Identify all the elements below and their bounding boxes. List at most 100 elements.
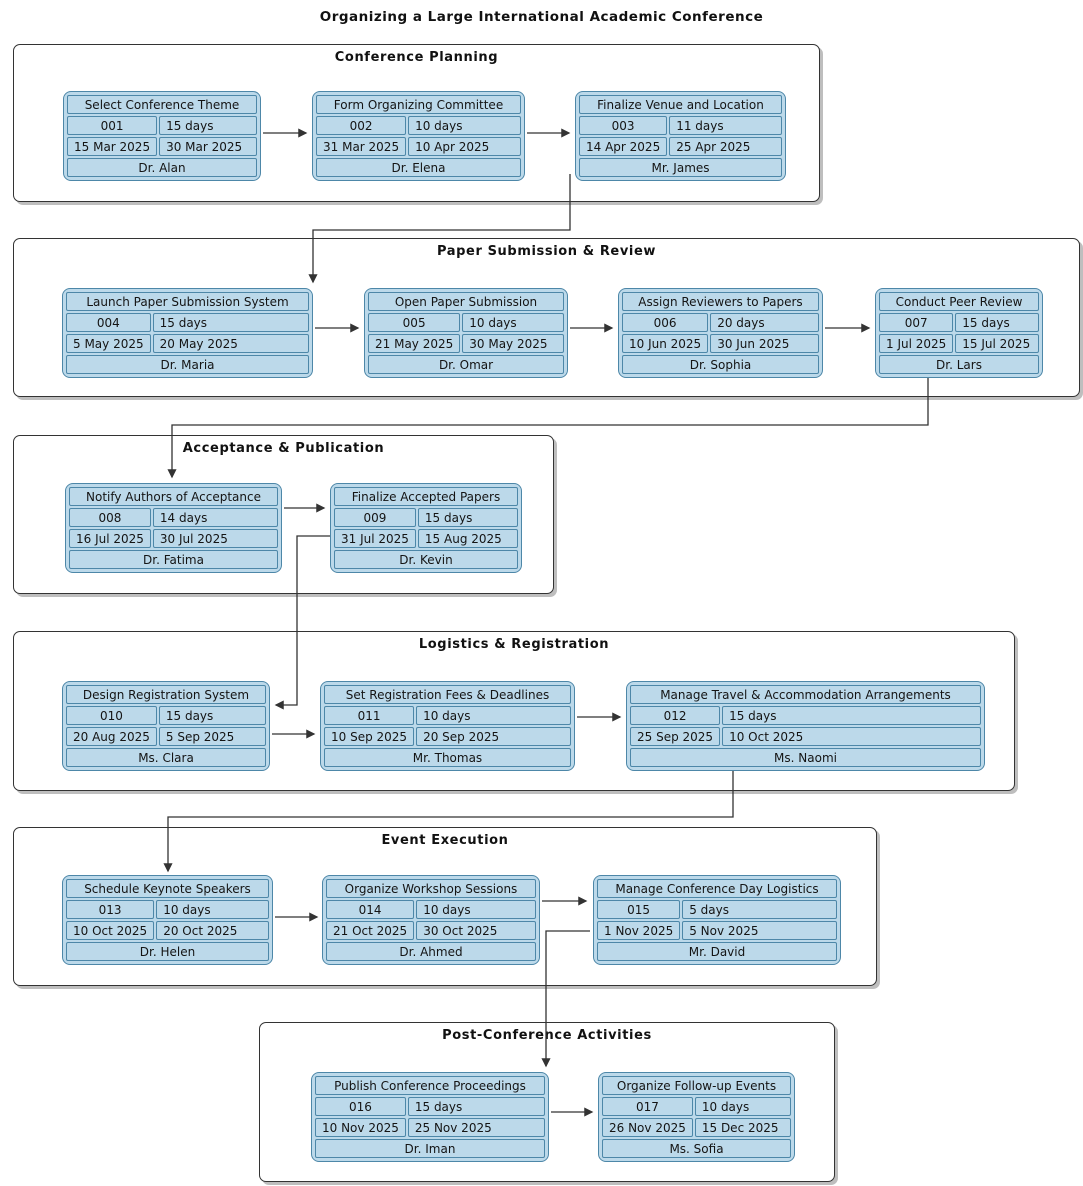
task-owner: Mr. James xyxy=(579,158,782,177)
task-table: Organize Workshop Sessions 014 10 days 2… xyxy=(324,877,538,963)
task-start-date: 10 Nov 2025 xyxy=(315,1118,406,1137)
task-card-005: Open Paper Submission 005 10 days 21 May… xyxy=(364,288,568,378)
task-card-017: Organize Follow-up Events 017 10 days 26… xyxy=(598,1072,795,1162)
task-start-date: 16 Jul 2025 xyxy=(69,529,151,548)
task-end-date: 30 Mar 2025 xyxy=(159,137,257,156)
task-start-date: 15 Mar 2025 xyxy=(67,137,158,156)
task-table: Finalize Venue and Location 003 11 days … xyxy=(577,93,784,179)
task-owner: Mr. Thomas xyxy=(324,748,571,767)
task-card-009: Finalize Accepted Papers 009 15 days 31 … xyxy=(330,483,522,573)
task-title: Notify Authors of Acceptance xyxy=(69,487,278,506)
task-duration: 15 days xyxy=(955,313,1039,332)
task-start-date: 31 Mar 2025 xyxy=(316,137,407,156)
task-card-010: Design Registration System 010 15 days 2… xyxy=(62,681,270,771)
task-end-date: 20 Oct 2025 xyxy=(156,921,269,940)
task-owner: Dr. Maria xyxy=(66,355,309,374)
task-id: 009 xyxy=(334,508,416,527)
task-table: Launch Paper Submission System 004 15 da… xyxy=(64,290,311,376)
task-card-007: Conduct Peer Review 007 15 days 1 Jul 20… xyxy=(875,288,1043,378)
task-end-date: 30 Jul 2025 xyxy=(152,529,278,548)
task-id: 013 xyxy=(66,900,155,919)
task-start-date: 10 Sep 2025 xyxy=(324,727,415,746)
task-table: Notify Authors of Acceptance 008 14 days… xyxy=(67,485,280,571)
task-owner: Dr. Sophia xyxy=(622,355,819,374)
task-id: 014 xyxy=(326,900,415,919)
task-table: Schedule Keynote Speakers 013 10 days 10… xyxy=(64,877,271,963)
task-id: 004 xyxy=(66,313,151,332)
section-label: Paper Submission & Review xyxy=(436,244,657,259)
task-start-date: 25 Sep 2025 xyxy=(630,727,721,746)
task-title: Schedule Keynote Speakers xyxy=(66,879,269,898)
task-card-008: Notify Authors of Acceptance 008 14 days… xyxy=(65,483,282,573)
task-owner: Ms. Sofia xyxy=(602,1139,791,1158)
task-start-date: 1 Jul 2025 xyxy=(879,334,954,353)
task-start-date: 20 Aug 2025 xyxy=(66,727,157,746)
task-owner: Dr. Helen xyxy=(66,942,269,961)
task-duration: 11 days xyxy=(669,116,782,135)
task-start-date: 1 Nov 2025 xyxy=(597,921,681,940)
task-duration: 10 days xyxy=(694,1097,791,1116)
task-duration: 20 days xyxy=(710,313,819,332)
section-label: Event Execution xyxy=(381,833,509,848)
task-duration: 10 days xyxy=(156,900,269,919)
task-owner: Dr. Iman xyxy=(315,1139,545,1158)
task-end-date: 5 Sep 2025 xyxy=(158,727,266,746)
section-label: Logistics & Registration xyxy=(418,637,610,652)
task-duration: 15 days xyxy=(159,116,257,135)
task-end-date: 20 Sep 2025 xyxy=(416,727,571,746)
task-title: Finalize Venue and Location xyxy=(579,95,782,114)
task-card-013: Schedule Keynote Speakers 013 10 days 10… xyxy=(62,875,273,965)
task-start-date: 10 Oct 2025 xyxy=(66,921,155,940)
task-id: 002 xyxy=(316,116,407,135)
task-title: Manage Travel & Accommodation Arrangemen… xyxy=(630,685,981,704)
task-card-003: Finalize Venue and Location 003 11 days … xyxy=(575,91,786,181)
task-card-014: Organize Workshop Sessions 014 10 days 2… xyxy=(322,875,540,965)
task-table: Assign Reviewers to Papers 006 20 days 1… xyxy=(620,290,821,376)
section-label: Conference Planning xyxy=(334,50,499,65)
task-end-date: 20 May 2025 xyxy=(152,334,309,353)
task-id: 008 xyxy=(69,508,151,527)
task-end-date: 25 Nov 2025 xyxy=(407,1118,545,1137)
task-start-date: 31 Jul 2025 xyxy=(334,529,416,548)
task-table: Organize Follow-up Events 017 10 days 26… xyxy=(600,1074,793,1160)
task-id: 012 xyxy=(630,706,721,725)
task-title: Conduct Peer Review xyxy=(879,292,1039,311)
task-card-012: Manage Travel & Accommodation Arrangemen… xyxy=(626,681,985,771)
task-duration: 10 days xyxy=(416,900,536,919)
task-owner: Mr. David xyxy=(597,942,837,961)
task-id: 015 xyxy=(597,900,681,919)
task-start-date: 21 May 2025 xyxy=(368,334,461,353)
task-id: 010 xyxy=(66,706,157,725)
task-table: Conduct Peer Review 007 15 days 1 Jul 20… xyxy=(877,290,1041,376)
task-owner: Dr. Alan xyxy=(67,158,257,177)
task-table: Design Registration System 010 15 days 2… xyxy=(64,683,268,769)
task-duration: 10 days xyxy=(416,706,571,725)
task-title: Organize Follow-up Events xyxy=(602,1076,791,1095)
task-end-date: 15 Jul 2025 xyxy=(955,334,1039,353)
task-table: Set Registration Fees & Deadlines 011 10… xyxy=(322,683,573,769)
task-owner: Ms. Clara xyxy=(66,748,266,767)
task-id: 001 xyxy=(67,116,158,135)
task-title: Publish Conference Proceedings xyxy=(315,1076,545,1095)
task-duration: 5 days xyxy=(682,900,837,919)
task-table: Form Organizing Committee 002 10 days 31… xyxy=(314,93,523,179)
task-title: Manage Conference Day Logistics xyxy=(597,879,837,898)
task-owner: Dr. Elena xyxy=(316,158,521,177)
section-label: Post-Conference Activities xyxy=(442,1028,652,1043)
task-duration: 15 days xyxy=(722,706,981,725)
task-id: 006 xyxy=(622,313,709,332)
task-start-date: 14 Apr 2025 xyxy=(579,137,668,156)
task-end-date: 15 Aug 2025 xyxy=(417,529,518,548)
task-owner: Dr. Lars xyxy=(879,355,1039,374)
task-owner: Dr. Ahmed xyxy=(326,942,536,961)
task-title: Design Registration System xyxy=(66,685,266,704)
task-card-001: Select Conference Theme 001 15 days 15 M… xyxy=(63,91,261,181)
task-table: Open Paper Submission 005 10 days 21 May… xyxy=(366,290,566,376)
task-end-date: 10 Apr 2025 xyxy=(408,137,521,156)
task-card-006: Assign Reviewers to Papers 006 20 days 1… xyxy=(618,288,823,378)
task-card-002: Form Organizing Committee 002 10 days 31… xyxy=(312,91,525,181)
task-end-date: 5 Nov 2025 xyxy=(682,921,837,940)
section-label: Acceptance & Publication xyxy=(182,441,385,456)
task-id: 007 xyxy=(879,313,954,332)
